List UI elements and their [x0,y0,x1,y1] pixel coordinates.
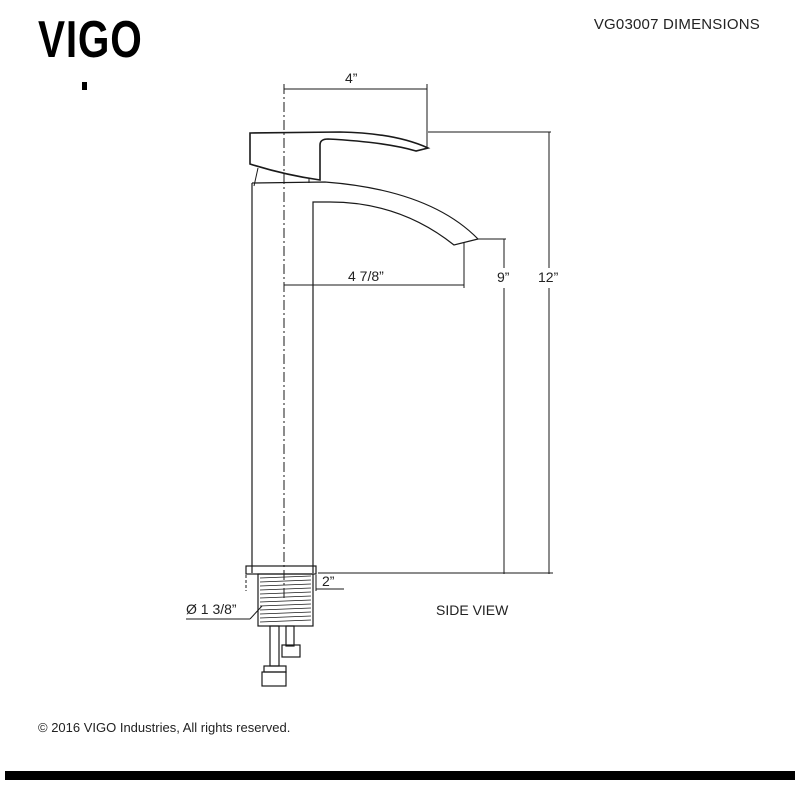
dim-spout-reach: 4 7/8” [348,268,384,284]
base-plate [245,565,317,575]
supply-connector-3 [261,671,287,687]
dim-handle-length: 4” [345,70,358,86]
footer-bar [5,771,795,780]
dim-shank-diameter: Ø 1 3/8” [186,601,237,617]
dim-spout-height: 9” [497,269,510,285]
logo-dot-mark [82,82,87,90]
supply-connector-1 [281,644,301,658]
vigo-logo: VIGO [38,11,143,69]
faucet-body [251,181,480,573]
supply-line-hot [269,625,280,667]
copyright-notice: © 2016 VIGO Industries, All rights reser… [38,720,291,735]
faucet-handle [249,131,431,181]
dim-base-height: 2” [322,573,335,589]
dim-overall-height: 12” [538,269,559,285]
supply-connector-2 [263,665,287,673]
document-title: VG03007 DIMENSIONS [593,16,760,33]
side-view-label: SIDE VIEW [436,602,509,618]
supply-line-cold [285,625,295,647]
